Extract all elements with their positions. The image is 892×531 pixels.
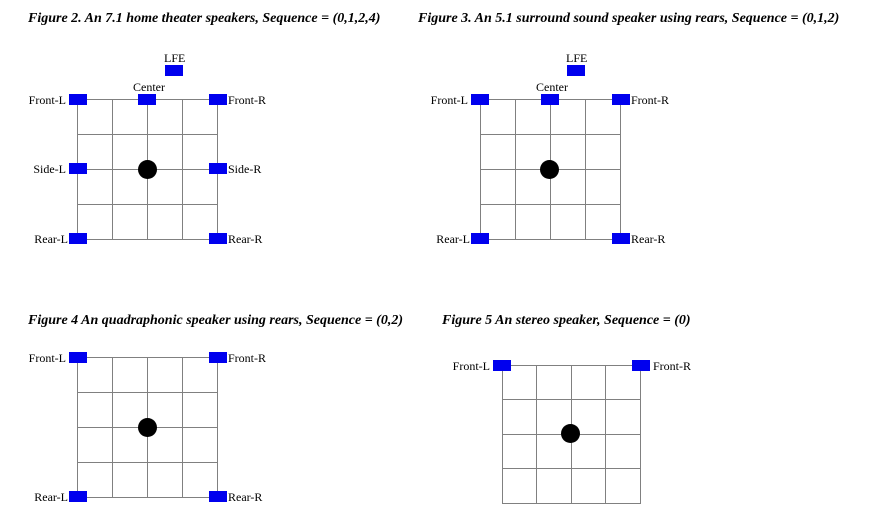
front-left-label: Front-L <box>28 93 66 107</box>
front-left-label: Front-L <box>452 359 490 373</box>
rear-left-speaker <box>69 233 87 244</box>
figure-5-diagram: Front-L Front-R <box>0 0 691 504</box>
rear-right-label: Rear-R <box>228 232 263 246</box>
figure-4-diagram: Front-L Front-R Rear-L Rear-R <box>0 0 300 504</box>
front-left-label: Front-L <box>28 351 66 365</box>
front-left-speaker <box>471 94 489 105</box>
front-right-label: Front-R <box>228 93 267 107</box>
figure-3-caption: Figure 3. An 5.1 surround sound speaker … <box>418 11 840 26</box>
front-right-speaker <box>632 360 650 371</box>
figure-5-caption: Figure 5 An stereo speaker, Sequence = (… <box>442 313 691 328</box>
front-left-speaker <box>69 352 87 363</box>
front-right-label: Front-R <box>653 359 692 373</box>
listener-dot <box>561 424 580 443</box>
side-left-label: Side-L <box>33 162 66 176</box>
lfe-speaker <box>165 65 183 76</box>
lfe-label: LFE <box>566 51 588 65</box>
front-right-label: Front-R <box>228 351 267 365</box>
center-speaker <box>138 94 156 105</box>
front-left-speaker <box>69 94 87 105</box>
lfe-label: LFE <box>164 51 186 65</box>
figure-3-diagram: LFE Center Front-L Front-R Rear-L Rear-R <box>0 0 669 246</box>
front-right-speaker <box>209 352 227 363</box>
figure-2-diagram: LFE Center Front-L Front-R Side-L Side-R… <box>0 0 300 246</box>
rear-right-label: Rear-R <box>228 490 263 504</box>
front-right-speaker <box>209 94 227 105</box>
front-left-speaker <box>493 360 511 371</box>
listener-dot <box>138 418 157 437</box>
rear-left-speaker <box>471 233 489 244</box>
listener-dot <box>138 160 157 179</box>
center-label: Center <box>133 80 165 94</box>
rear-left-speaker <box>69 491 87 502</box>
rear-left-label: Rear-L <box>34 490 68 504</box>
rear-right-speaker <box>209 233 227 244</box>
side-left-speaker <box>69 163 87 174</box>
side-right-label: Side-R <box>228 162 262 176</box>
rear-right-speaker <box>612 233 630 244</box>
center-speaker <box>541 94 559 105</box>
figure-2-caption: Figure 2. An 7.1 home theater speakers, … <box>28 11 381 26</box>
rear-right-speaker <box>209 491 227 502</box>
lfe-speaker <box>567 65 585 76</box>
rear-right-label: Rear-R <box>631 232 666 246</box>
rear-left-label: Rear-L <box>34 232 68 246</box>
side-right-speaker <box>209 163 227 174</box>
front-left-label: Front-L <box>430 93 468 107</box>
figure-4-caption: Figure 4 An quadraphonic speaker using r… <box>28 313 403 328</box>
listener-dot <box>540 160 559 179</box>
front-right-speaker <box>612 94 630 105</box>
front-right-label: Front-R <box>631 93 670 107</box>
rear-left-label: Rear-L <box>436 232 470 246</box>
center-label: Center <box>536 80 568 94</box>
